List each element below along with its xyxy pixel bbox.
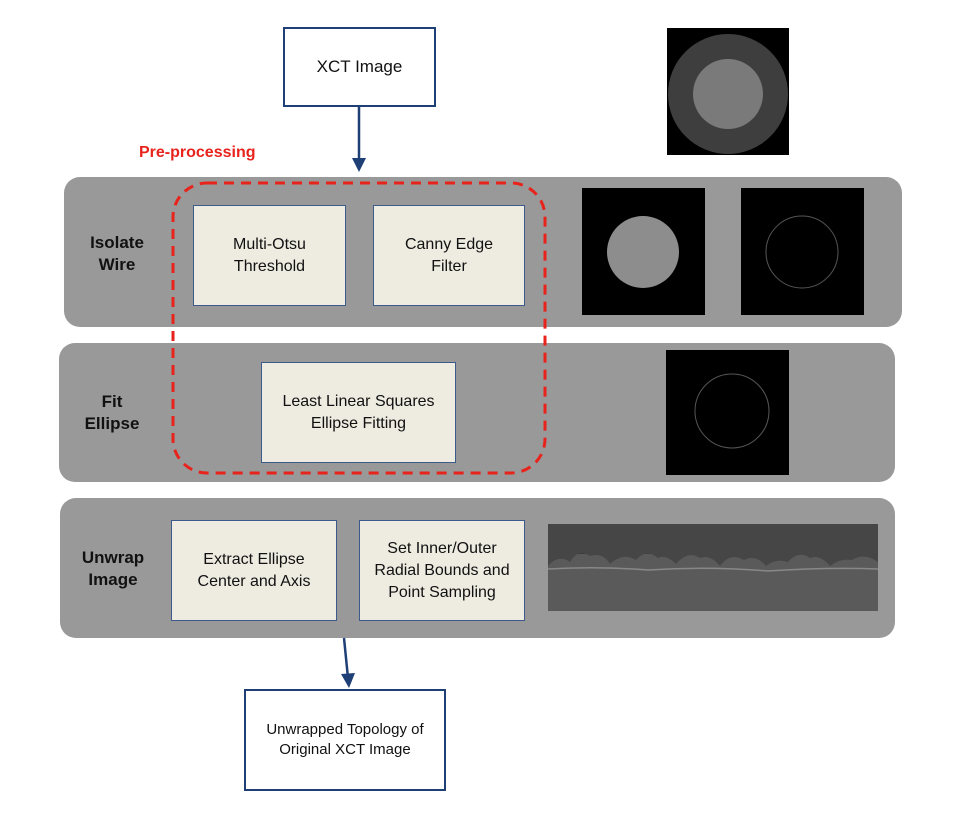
unwrapped-topology-output-box: Unwrapped Topology of Original XCT Image [244,689,446,791]
radial-bounds-box: Set Inner/Outer Radial Bounds and Point … [359,520,525,621]
thresholded-disk-image [582,188,705,315]
xct-image-input-box: XCT Image [283,27,436,107]
row-label-isolate-wire: Isolate Wire [90,233,144,274]
ellipse-fitting-box: Least Linear Squares Ellipse Fitting [261,362,456,463]
unwrapped-strip-image [547,524,879,611]
row-label-fit-ellipse: Fit Ellipse [84,392,140,433]
arrow-unwrap-to-output [342,637,350,679]
xct-cross-section-image [667,28,789,155]
extract-ellipse-box: Extract Ellipse Center and Axis [171,520,337,621]
pre-processing-label: Pre-processing [139,144,256,161]
row-label-unwrap-image: Unwrap Image [81,548,145,589]
pre-processing-region [171,181,547,475]
canny-edge-circle-image [741,188,864,315]
multi-otsu-threshold-box: Multi-Otsu Threshold [193,205,346,306]
fitted-ellipse-image [666,350,789,475]
canny-edge-filter-box: Canny Edge Filter [373,205,525,306]
